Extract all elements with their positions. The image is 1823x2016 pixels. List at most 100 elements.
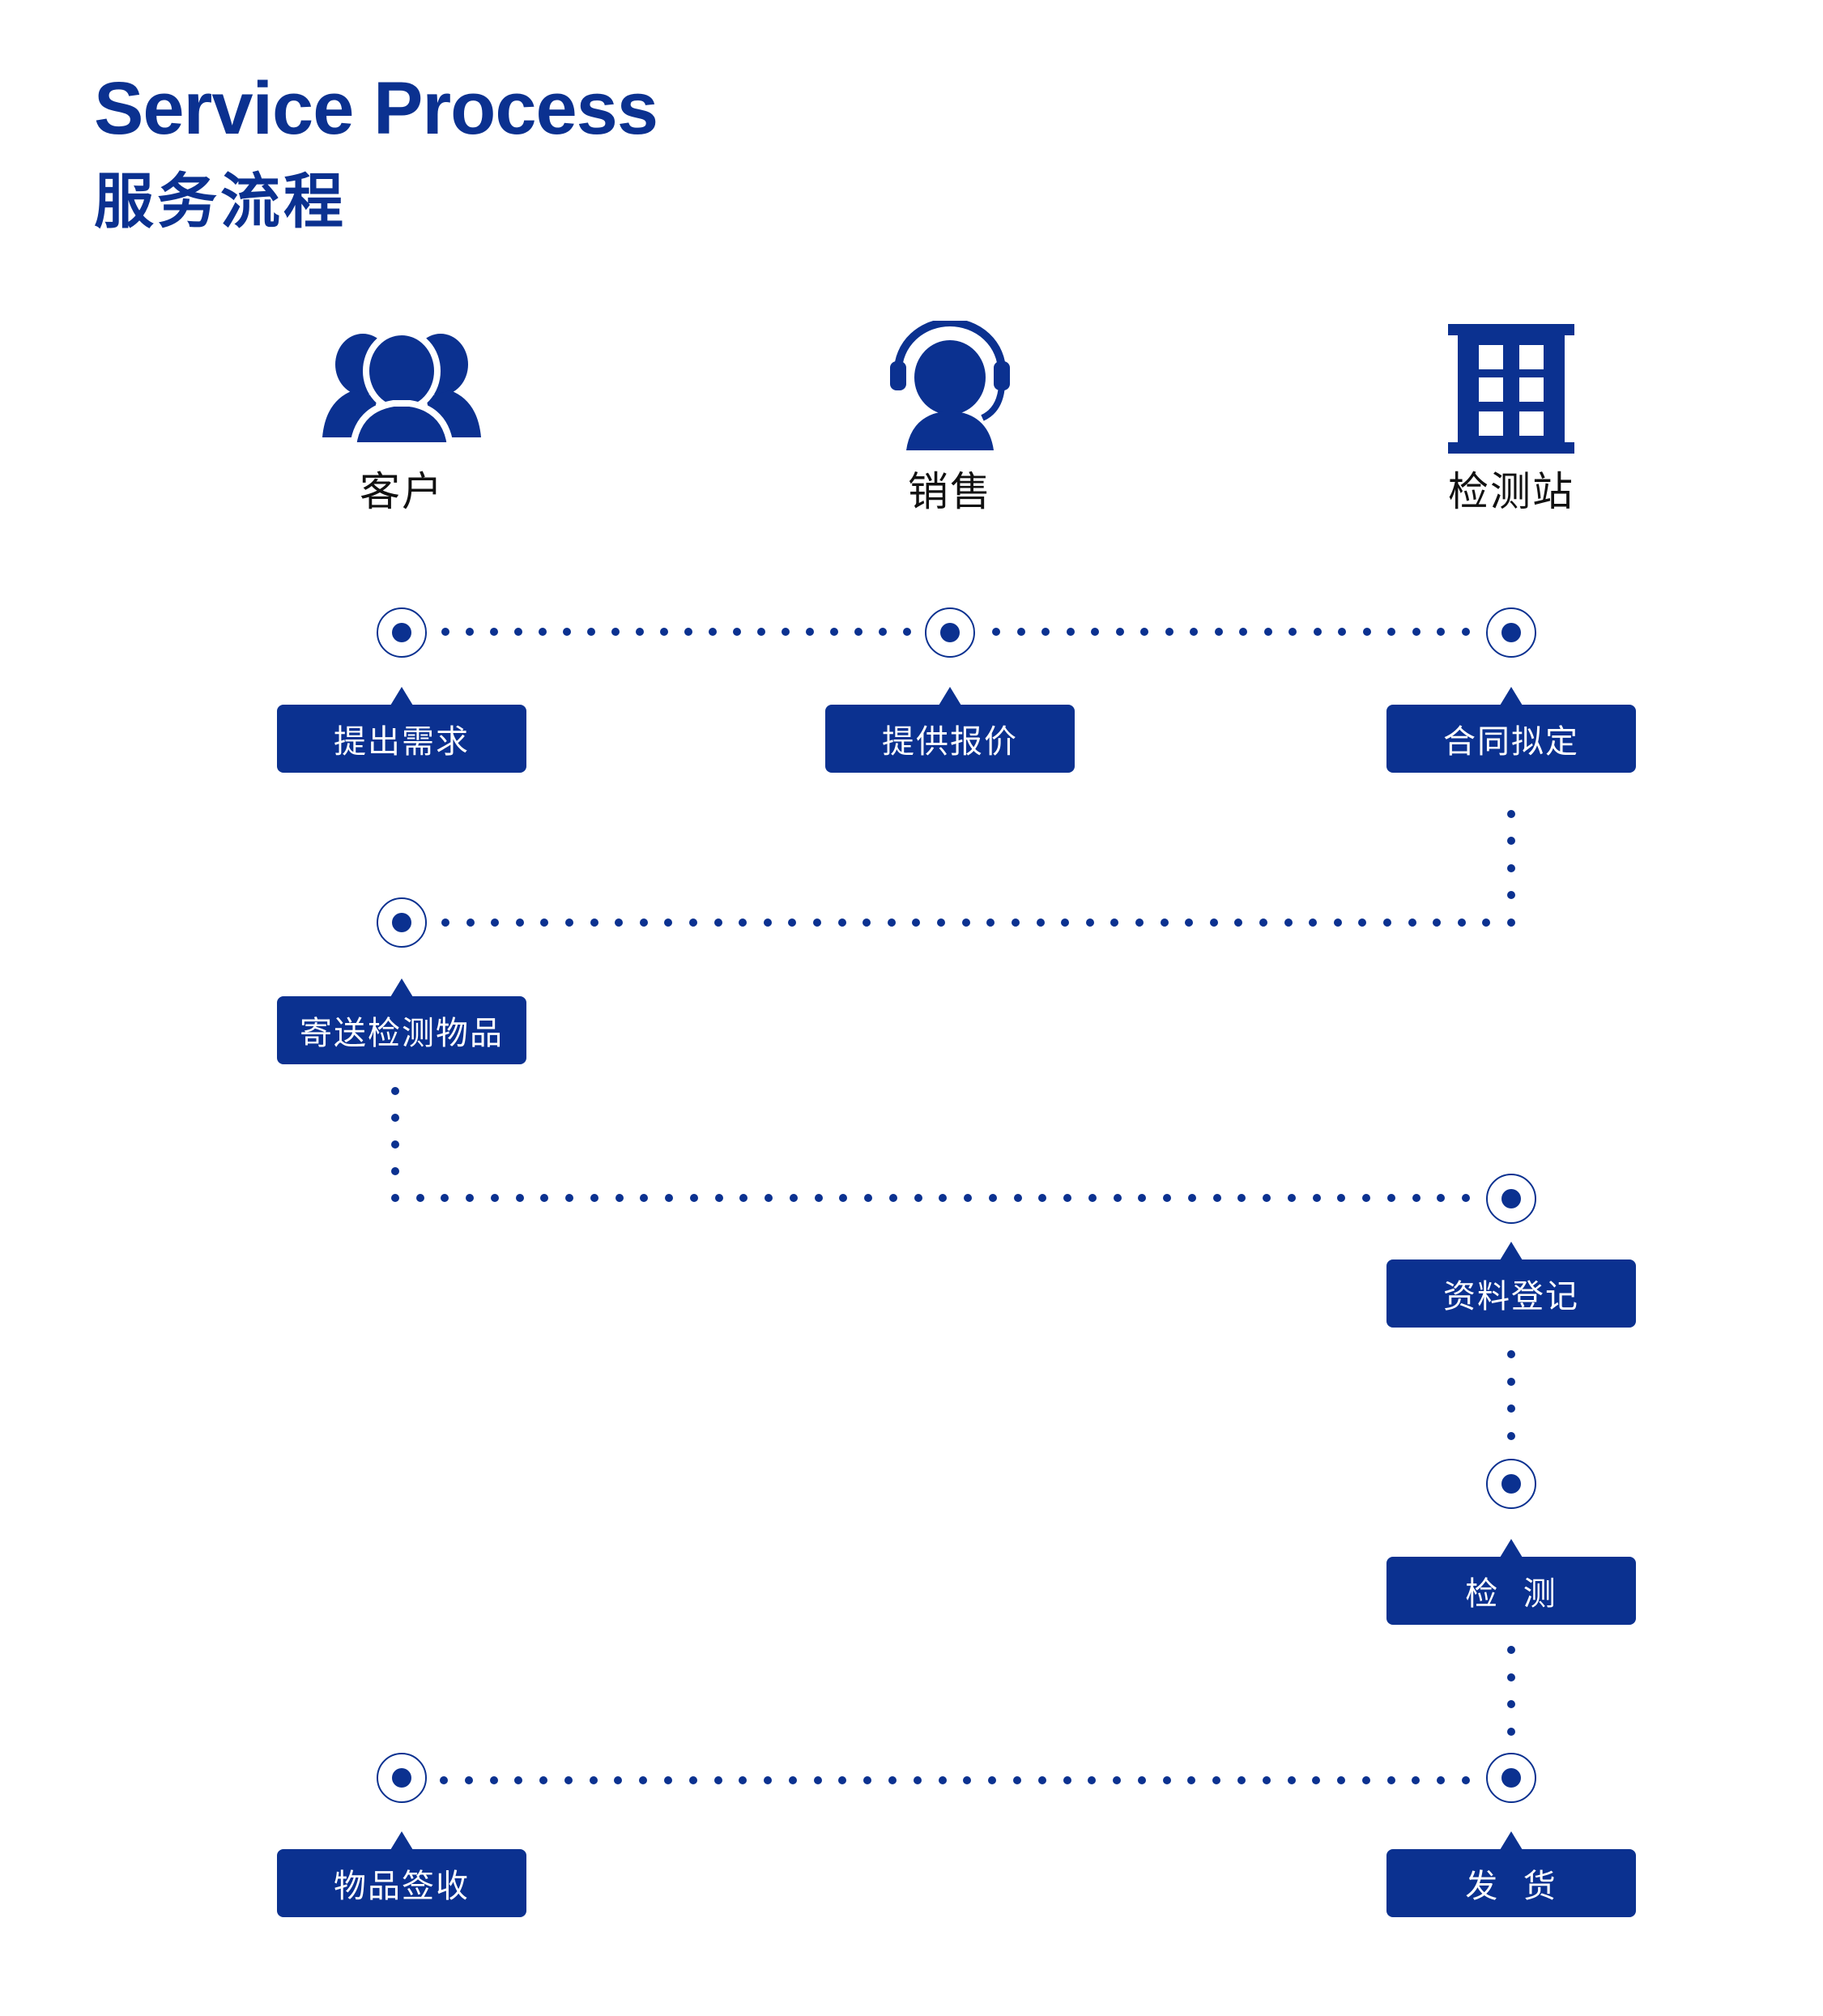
- connector-dot: [664, 918, 673, 927]
- connector-dot: [1165, 628, 1173, 636]
- connector-dot: [813, 1776, 822, 1784]
- connector-dot: [391, 1140, 399, 1149]
- connector-dot: [491, 918, 500, 927]
- connector-dot: [1284, 918, 1293, 927]
- connector-dot: [1437, 1776, 1446, 1784]
- connector-dot: [1462, 1194, 1470, 1202]
- connector-dot: [733, 628, 741, 636]
- connector-dot: [1362, 628, 1371, 636]
- connector-dot: [1135, 918, 1144, 927]
- connector-dot: [1287, 1194, 1296, 1202]
- connector-dot: [788, 1776, 797, 1784]
- connector-dot: [391, 1194, 399, 1202]
- connector-dot: [1163, 1194, 1172, 1202]
- connector-dot: [640, 1194, 649, 1202]
- step-node: [377, 1753, 427, 1803]
- connector-dot: [887, 918, 896, 927]
- connector-dot: [1011, 918, 1020, 927]
- step-tag-receipt: 物品签收: [277, 1831, 526, 1917]
- connector-dot: [757, 628, 765, 636]
- connector-dot: [1362, 1194, 1371, 1202]
- connector-dot: [1507, 1350, 1515, 1358]
- connector-dot: [788, 918, 797, 927]
- connector-dot: [1338, 628, 1347, 636]
- connector-dot: [839, 1194, 848, 1202]
- connector-dot: [1507, 863, 1515, 872]
- connector-dot: [986, 918, 995, 927]
- connector-dot: [1066, 628, 1075, 636]
- connector-dot: [1160, 918, 1169, 927]
- role-customer: 客户: [296, 324, 507, 512]
- role-label: 客户: [360, 468, 444, 515]
- connector-dot: [837, 918, 846, 927]
- connector-dot: [1085, 918, 1094, 927]
- connector-dot: [1386, 1776, 1395, 1784]
- connector-dot: [1259, 918, 1267, 927]
- connector-dot: [1162, 1776, 1171, 1784]
- connector-dot: [611, 628, 620, 636]
- connector-dot: [806, 628, 814, 636]
- connector-dot: [939, 1194, 948, 1202]
- connector-dot: [913, 1776, 922, 1784]
- connector-dot: [1209, 918, 1218, 927]
- connector-dot: [515, 1194, 524, 1202]
- connector-dot: [1507, 1728, 1515, 1736]
- connector-dot: [1091, 628, 1100, 636]
- connector-dot: [441, 1194, 449, 1202]
- connector-dot: [466, 918, 475, 927]
- connector-dot: [814, 1194, 823, 1202]
- connector-dot: [1457, 918, 1466, 927]
- step-node: [1486, 1753, 1536, 1803]
- connector-dot: [391, 1167, 399, 1175]
- connector-dot: [1214, 628, 1223, 636]
- connector-dot: [466, 1194, 475, 1202]
- connector-dot: [1507, 810, 1515, 818]
- connector-dot: [1263, 628, 1272, 636]
- connector-dot: [489, 1776, 498, 1784]
- step-tag-submit-request: 提出需求: [277, 687, 526, 773]
- role-label: 销售: [908, 468, 992, 515]
- connector-dot: [992, 628, 1000, 636]
- connector-dot: [1115, 628, 1124, 636]
- connector-dot: [1239, 628, 1248, 636]
- connector-dot: [664, 1776, 673, 1784]
- connector-dot: [1262, 1776, 1271, 1784]
- connector-dot: [1063, 1194, 1072, 1202]
- connector-dot: [514, 1776, 523, 1784]
- connector-dot: [713, 1776, 722, 1784]
- connector-dot: [838, 1776, 847, 1784]
- customers-icon: [322, 329, 481, 449]
- connector-dot: [391, 1087, 399, 1095]
- connector-dot: [539, 1776, 548, 1784]
- connector-dot: [563, 628, 571, 636]
- connector-dot: [1138, 1194, 1147, 1202]
- connector-dot: [1063, 1776, 1071, 1784]
- connector-dot: [1412, 628, 1420, 636]
- role-testing-station: 检测站: [1406, 324, 1616, 512]
- connector-dot: [1237, 1194, 1246, 1202]
- connector-dot: [1287, 1776, 1296, 1784]
- connector-dot: [1312, 1194, 1321, 1202]
- connector-dot: [689, 918, 698, 927]
- connector-dot: [1263, 1194, 1271, 1202]
- connector-dot: [1237, 1776, 1246, 1784]
- step-node: [1486, 1459, 1536, 1509]
- connector-dot: [854, 628, 863, 636]
- connector-dot: [813, 918, 822, 927]
- connector-dot: [864, 1194, 873, 1202]
- connector-dot: [1408, 918, 1416, 927]
- step-tag-testing: 检 测: [1386, 1539, 1636, 1625]
- connector-dot: [1012, 1776, 1021, 1784]
- connector-dot: [863, 918, 871, 927]
- connector-dot: [1482, 918, 1491, 927]
- connector-dot: [639, 918, 648, 927]
- connector-dot: [515, 918, 524, 927]
- connector-dot: [1433, 918, 1442, 927]
- connector-dot: [639, 1776, 648, 1784]
- connector-dot: [1361, 1776, 1370, 1784]
- role-sales: 销售: [845, 321, 1055, 512]
- connector-dot: [879, 628, 887, 636]
- connector-dot: [1337, 1194, 1346, 1202]
- connector-dot: [540, 1194, 549, 1202]
- connector-dot: [1037, 1776, 1046, 1784]
